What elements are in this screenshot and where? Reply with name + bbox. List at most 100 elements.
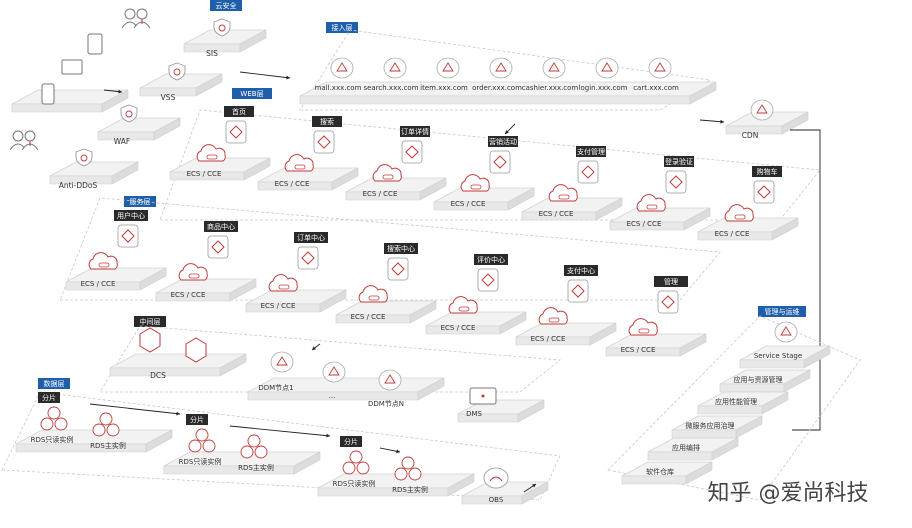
domain-bubble-icon-6 bbox=[648, 57, 672, 79]
domain-label-0: mall.xxx.com bbox=[315, 84, 362, 92]
web-module-title-bg-1 bbox=[312, 116, 342, 127]
ops-slab-0 bbox=[739, 345, 831, 369]
tag-web-layer: WEB层 bbox=[232, 88, 272, 99]
web-module-compute-4: ECS / CCE bbox=[539, 210, 574, 218]
web-module-diamond-icon-5-diamond bbox=[669, 175, 683, 189]
web-module-slab-0-side bbox=[243, 157, 271, 181]
service-module-compute-0: ECS / CCE bbox=[81, 280, 116, 288]
vss-shield-icon bbox=[168, 62, 186, 81]
access-layer-panel bbox=[299, 29, 712, 111]
device-platform bbox=[11, 89, 129, 113]
service-module-cloud-icon-5-shape bbox=[538, 307, 568, 325]
tag-management: 管理与运维 bbox=[758, 306, 806, 317]
tag-access-layer-text: 接入层 bbox=[332, 23, 353, 32]
shard-slab-2 bbox=[317, 473, 475, 497]
service-module-diamond-icon-0-box bbox=[117, 224, 139, 248]
service-module-title-bg-1 bbox=[204, 221, 238, 232]
web-module-slab-5-side bbox=[683, 207, 711, 231]
tag-middleware-layer-text: 中间层 bbox=[140, 317, 161, 326]
web-module-title-5: 登录验证 bbox=[665, 157, 693, 166]
service-module-cloud-icon-1-chip bbox=[188, 273, 200, 279]
tag-cloud-security-bg bbox=[210, 0, 242, 11]
arrow-shard-3 bbox=[379, 447, 401, 454]
rds-read-icon-0 bbox=[40, 406, 68, 431]
web-module-diamond-icon-0-box bbox=[225, 120, 247, 144]
ops-slab-5-front bbox=[621, 475, 687, 485]
anti-ddos-shield-icon bbox=[75, 148, 93, 167]
arrow-shard-1-head bbox=[176, 411, 180, 416]
rds-main-icon-2-hex-2 bbox=[408, 467, 422, 481]
dms-icon-dot bbox=[481, 394, 485, 398]
service-module-cloud-icon-3-chip bbox=[368, 295, 380, 301]
service-module-cloud-icon-6-shape bbox=[628, 318, 658, 336]
rds-read-icon-1 bbox=[188, 428, 216, 453]
tag-middleware-layer-bg bbox=[134, 316, 166, 327]
service-module-diamond-icon-3-box bbox=[387, 257, 409, 281]
obs-slab-side bbox=[521, 481, 549, 505]
web-module-diamond-icon-0 bbox=[225, 120, 247, 144]
web-module-title-bg-5 bbox=[664, 156, 694, 167]
web-module-diamond-icon-5 bbox=[665, 170, 687, 194]
rds-read-icon-0-hex-0 bbox=[47, 406, 61, 420]
service-module-compute-5: ECS / CCE bbox=[531, 335, 566, 343]
ddm-middle-icon-mark bbox=[328, 366, 340, 376]
service-module-slab-5 bbox=[515, 322, 617, 346]
domain-bubble-icon-5 bbox=[595, 57, 619, 79]
web-module-title-bg-4 bbox=[576, 146, 606, 157]
web-module-cloud-icon-3 bbox=[460, 174, 490, 192]
domain-bubble-icon-5-mark bbox=[601, 62, 613, 72]
rds-read-icon-2-hex-2 bbox=[356, 461, 370, 475]
ddm-ellipsis: ... bbox=[329, 392, 336, 400]
service-module-cloud-icon-0 bbox=[88, 252, 118, 270]
ddm1-icon-body bbox=[270, 351, 294, 373]
web-module-title-bg-3 bbox=[488, 136, 518, 147]
service-module-slab-1 bbox=[155, 278, 257, 302]
sis-shield-icon-dot bbox=[218, 24, 226, 32]
web-module-cloud-icon-4-chip bbox=[558, 194, 570, 200]
rds-main-icon-2-hex-1 bbox=[394, 467, 408, 481]
web-module-slab-3-side bbox=[507, 187, 535, 211]
rds-read-icon-2-hex-0 bbox=[349, 450, 363, 464]
service-module-cloud-icon-5-chip bbox=[548, 317, 560, 323]
tag-access-layer: 接入层 bbox=[326, 22, 358, 33]
web-module-title-bg-6 bbox=[752, 166, 782, 177]
domain-bubble-icon-0-body bbox=[330, 57, 354, 79]
vss-shield-icon-body bbox=[168, 62, 186, 81]
rds-main-label-0: RDS主实例 bbox=[90, 441, 126, 450]
arrow-access-to-cdn-line bbox=[699, 119, 725, 123]
web-module-diamond-icon-4 bbox=[577, 160, 599, 184]
service-module-compute-3: ECS / CCE bbox=[351, 313, 386, 321]
obs-icon-mark bbox=[489, 476, 503, 482]
service-module-title-4: 评价中心 bbox=[477, 255, 505, 264]
user-group-icon-bottom-head-b bbox=[24, 130, 36, 142]
waf-label: WAF bbox=[114, 137, 130, 146]
domain-label-2: item.xxx.com bbox=[420, 84, 468, 92]
web-module-title-3: 营销活动 bbox=[489, 137, 517, 146]
sis-slab-side bbox=[239, 29, 267, 53]
rds-main-icon-2 bbox=[394, 456, 422, 481]
obs-slab bbox=[461, 481, 549, 505]
service-stage-icon-body bbox=[774, 321, 798, 343]
service-module-diamond-icon-4-box bbox=[477, 268, 499, 292]
web-module-cloud-icon-6-shape bbox=[724, 204, 754, 222]
arrow-security-to-access-line bbox=[239, 71, 291, 79]
web-module-title-1: 搜索 bbox=[320, 117, 334, 126]
domain-bubble-icon-4-body bbox=[542, 57, 566, 79]
service-module-slab-1-side bbox=[229, 278, 257, 302]
rds-read-label-1: RDS只读实例 bbox=[179, 457, 222, 466]
ops-label-0: Service Stage bbox=[754, 352, 802, 360]
tag-service-layer-bg bbox=[124, 196, 156, 207]
laptop-icon bbox=[61, 59, 83, 75]
web-module-diamond-icon-4-box bbox=[577, 160, 599, 184]
web-module-slab-6 bbox=[697, 217, 799, 241]
web-module-cloud-icon-6 bbox=[724, 204, 754, 222]
domain-bubble-icon-2 bbox=[436, 57, 460, 79]
ddm1-icon bbox=[270, 351, 294, 373]
rds-main-icon-0-hex-1 bbox=[92, 423, 106, 437]
web-module-cloud-icon-0-shape bbox=[196, 144, 226, 162]
ops-slab-1 bbox=[719, 369, 811, 393]
service-module-slab-3-side bbox=[409, 300, 437, 324]
domain-bubble-icon-3 bbox=[489, 57, 513, 79]
obs-label: OBS bbox=[489, 496, 504, 504]
dcs-hex-icon-a bbox=[139, 327, 161, 353]
